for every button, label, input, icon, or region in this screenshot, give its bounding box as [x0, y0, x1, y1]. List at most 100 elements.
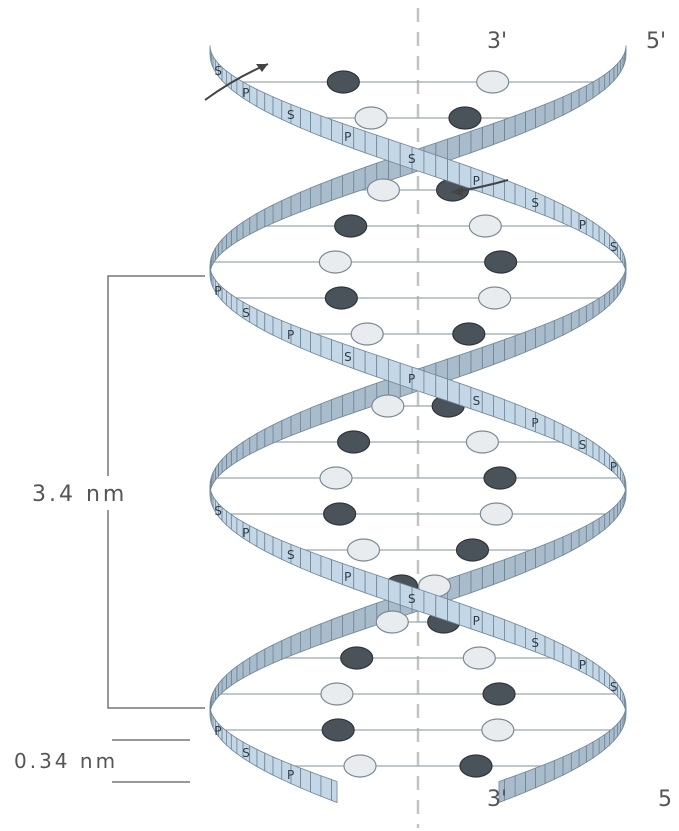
strand-2-ribbon-segment: [605, 451, 610, 469]
strand-1-ribbon-segment: [265, 93, 273, 115]
strand-2-ribbon-segment: [493, 560, 504, 585]
strand-2-ribbon-segment: [610, 507, 614, 525]
strand-1-ribbon-segment: [365, 131, 377, 157]
end-label-top-right: 5': [646, 29, 666, 54]
phosphate-label: P: [287, 328, 294, 342]
strand-2-ribbon-segment: [614, 504, 618, 521]
strand-2-ribbon-segment: [321, 336, 332, 361]
strand-1-ribbon-segment: [579, 746, 586, 767]
strand-2-ribbon-segment: [231, 226, 237, 245]
strand-1-ribbon-segment: [535, 764, 545, 788]
strand-1-ribbon-segment: [332, 395, 343, 420]
strand-1-ribbon-segment: [388, 139, 400, 165]
strand-2-ribbon-segment: [459, 131, 471, 157]
strand-2-ribbon-segment: [448, 379, 460, 405]
strand-2-ribbon-segment: [237, 662, 243, 682]
strand-1-ribbon-segment: [332, 560, 343, 585]
strand-1-ribbon-segment: [448, 355, 460, 381]
strand-2-ribbon-segment: [605, 71, 610, 89]
phosphate-label: P: [344, 570, 351, 584]
strand-2-ribbon-segment: [448, 135, 460, 161]
strand-2-ribbon-segment: [226, 731, 231, 749]
strand-1-ribbon-segment: [579, 306, 586, 327]
phosphate-label: P: [408, 372, 415, 386]
purine-base: [341, 647, 373, 669]
sugar-label: S: [344, 350, 352, 364]
strand-1-ribbon-segment: [515, 184, 525, 208]
strand-2-ribbon-segment: [459, 571, 471, 597]
purine-base: [338, 431, 370, 453]
strand-2-ribbon-segment: [250, 746, 257, 767]
strand-2-ribbon-segment: [563, 425, 571, 447]
strand-1-ribbon-segment: [226, 511, 231, 529]
strand-2-ribbon-segment: [291, 632, 301, 656]
strand-1-ribbon-segment: [563, 645, 571, 667]
strand-2-ribbon-segment: [563, 93, 571, 115]
strand-2-ribbon-segment: [504, 556, 515, 581]
strand-2-ribbon-segment: [311, 624, 321, 648]
strand-2-ribbon-segment: [535, 104, 545, 128]
strand-1-ribbon-segment: [605, 231, 610, 249]
strand-1-ribbon-segment: [493, 175, 504, 200]
pyrimidine-base: [466, 431, 498, 453]
strand-1-ribbon-segment: [311, 552, 321, 576]
strand-1-ribbon-segment: [515, 624, 525, 648]
strand-1-ribbon-segment: [563, 205, 571, 227]
sugar-label: S: [610, 680, 618, 694]
strand-1-ribbon-segment: [273, 537, 282, 560]
strand-1-ribbon-segment: [525, 328, 535, 352]
strand-2-ribbon-segment: [265, 313, 273, 335]
strand-1-ribbon-segment: [493, 340, 504, 365]
strand-2-ribbon-segment: [226, 231, 231, 249]
strand-1-ribbon-segment: [282, 416, 291, 439]
strand-1-ribbon-segment: [554, 641, 563, 664]
strand-1-ribbon-segment: [250, 433, 257, 454]
strand-1-ribbon-segment: [618, 684, 621, 700]
strand-1-ribbon-segment: [586, 218, 593, 238]
strand-2-ribbon-segment: [301, 768, 311, 792]
strand-2-ribbon-segment: [515, 552, 525, 576]
strand-1-ribbon-segment: [545, 636, 554, 659]
strand-2-ribbon-segment: [265, 753, 273, 775]
pyrimidine-base: [469, 215, 501, 237]
pyrimidine-base: [372, 395, 404, 417]
strand-2-ribbon-segment: [471, 567, 482, 592]
strand-2-ribbon-segment: [618, 500, 621, 516]
strand-1-ribbon-segment: [586, 742, 593, 762]
strand-2-ribbon-segment: [586, 438, 593, 458]
strand-2-ribbon-segment: [504, 400, 515, 425]
strand-1-ribbon-segment: [563, 313, 571, 335]
strand-1-ribbon-segment: [257, 529, 265, 551]
strand-2-ribbon-segment: [354, 607, 365, 632]
strand-2-ribbon-segment: [282, 196, 291, 219]
pyrimidine-base: [348, 539, 380, 561]
strand-2-ribbon-segment: [218, 679, 222, 696]
strand-2-ribbon-segment: [243, 658, 250, 678]
end-label-top-left: 3': [487, 29, 507, 54]
sugar-label: S: [214, 64, 222, 78]
strand-2-ribbon-segment: [599, 446, 605, 465]
strand-1-ribbon-segment: [424, 151, 436, 177]
strand-1-ribbon-segment: [545, 196, 554, 219]
strand-1-ribbon-segment: [388, 579, 400, 605]
strand-1-ribbon-segment: [301, 548, 311, 572]
strand-1-ribbon-segment: [504, 620, 515, 645]
strand-1-ribbon-segment: [618, 280, 621, 296]
strand-1-ribbon-segment: [321, 556, 332, 581]
pyrimidine-base: [344, 755, 376, 777]
strand-2-ribbon-segment: [273, 317, 282, 340]
phosphate-label: P: [531, 416, 538, 430]
strand-2-ribbon-segment: [554, 97, 563, 120]
strand-1-ribbon-segment: [311, 404, 321, 428]
strand-2-ribbon-segment: [545, 416, 554, 439]
purine-base: [456, 539, 488, 561]
strand-2-ribbon-segment: [365, 603, 377, 629]
strand-2-ribbon-segment: [257, 209, 265, 231]
sugar-label: S: [610, 240, 618, 254]
strand-2-ribbon-segment: [504, 116, 515, 141]
strand-2-ribbon-segment: [618, 60, 621, 76]
strand-2-ribbon-segment: [459, 383, 471, 409]
phosphate-label: P: [579, 218, 586, 232]
strand-1-ribbon-segment: [482, 343, 493, 368]
strand-2-ribbon-segment: [311, 332, 321, 356]
